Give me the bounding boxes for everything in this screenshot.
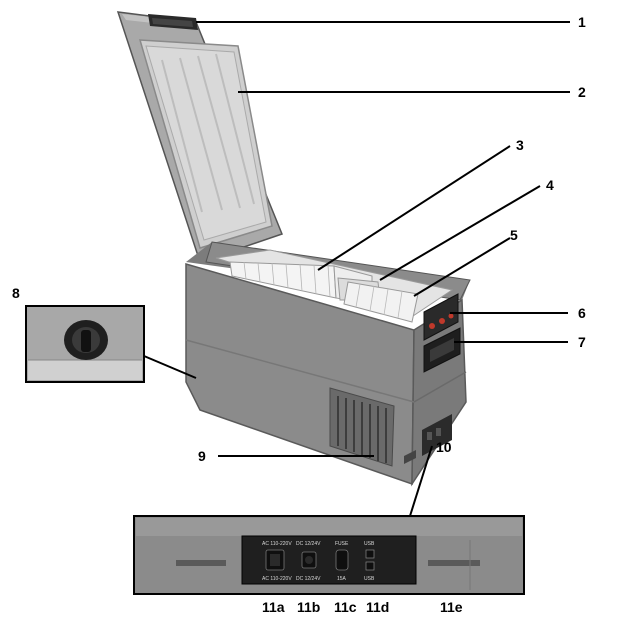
callout-1: 1 <box>578 14 586 30</box>
callout-2: 2 <box>578 84 586 100</box>
callout-7: 7 <box>578 334 586 350</box>
usb-ports <box>365 549 375 571</box>
control-panel <box>423 293 459 341</box>
callout-8: 8 <box>12 285 20 301</box>
callout-5: 5 <box>510 227 518 243</box>
port-panel-inset: AC 110-220V AC 110-220V DC 12/24V DC 12/… <box>133 515 525 595</box>
leader-lines <box>143 21 570 517</box>
dc-socket <box>301 551 317 569</box>
usb-label-top: USB <box>364 541 375 547</box>
ac-label-bottom: AC 110-220V <box>262 576 292 582</box>
dc-label-bottom: DC 12/24V <box>296 576 321 582</box>
port-area <box>404 414 452 464</box>
label-11a: 11a <box>262 599 285 615</box>
usb-label-bottom: USB <box>364 576 375 582</box>
panel-sub-labels: 11a 11b 11c 11d 11e <box>262 599 463 615</box>
label-11c: 11c <box>334 599 357 615</box>
small-basket <box>343 281 419 323</box>
lid-handle <box>148 14 198 30</box>
dc-label-top: DC 12/24V <box>296 541 321 547</box>
label-11e: 11e <box>440 599 463 615</box>
side-handle <box>423 327 461 373</box>
ventilation-grille <box>329 387 395 467</box>
callout-3: 3 <box>516 137 524 153</box>
label-11d: 11d <box>366 599 389 615</box>
callout-10: 10 <box>436 439 452 455</box>
fuse-label-bottom: 15A <box>337 576 347 582</box>
fuse-label-top: FUSE <box>335 541 349 547</box>
callout-9: 9 <box>198 448 206 464</box>
label-11b: 11b <box>297 599 320 615</box>
fuse-holder <box>335 549 349 571</box>
ac-label-top: AC 110-220V <box>262 541 292 547</box>
callout-4: 4 <box>546 177 554 193</box>
callout-labels: 1 2 3 4 5 6 7 8 9 10 <box>12 14 586 464</box>
drain-plug-inset <box>25 305 145 383</box>
open-lid <box>116 11 283 263</box>
ac-socket <box>265 549 285 571</box>
callout-6: 6 <box>578 305 586 321</box>
